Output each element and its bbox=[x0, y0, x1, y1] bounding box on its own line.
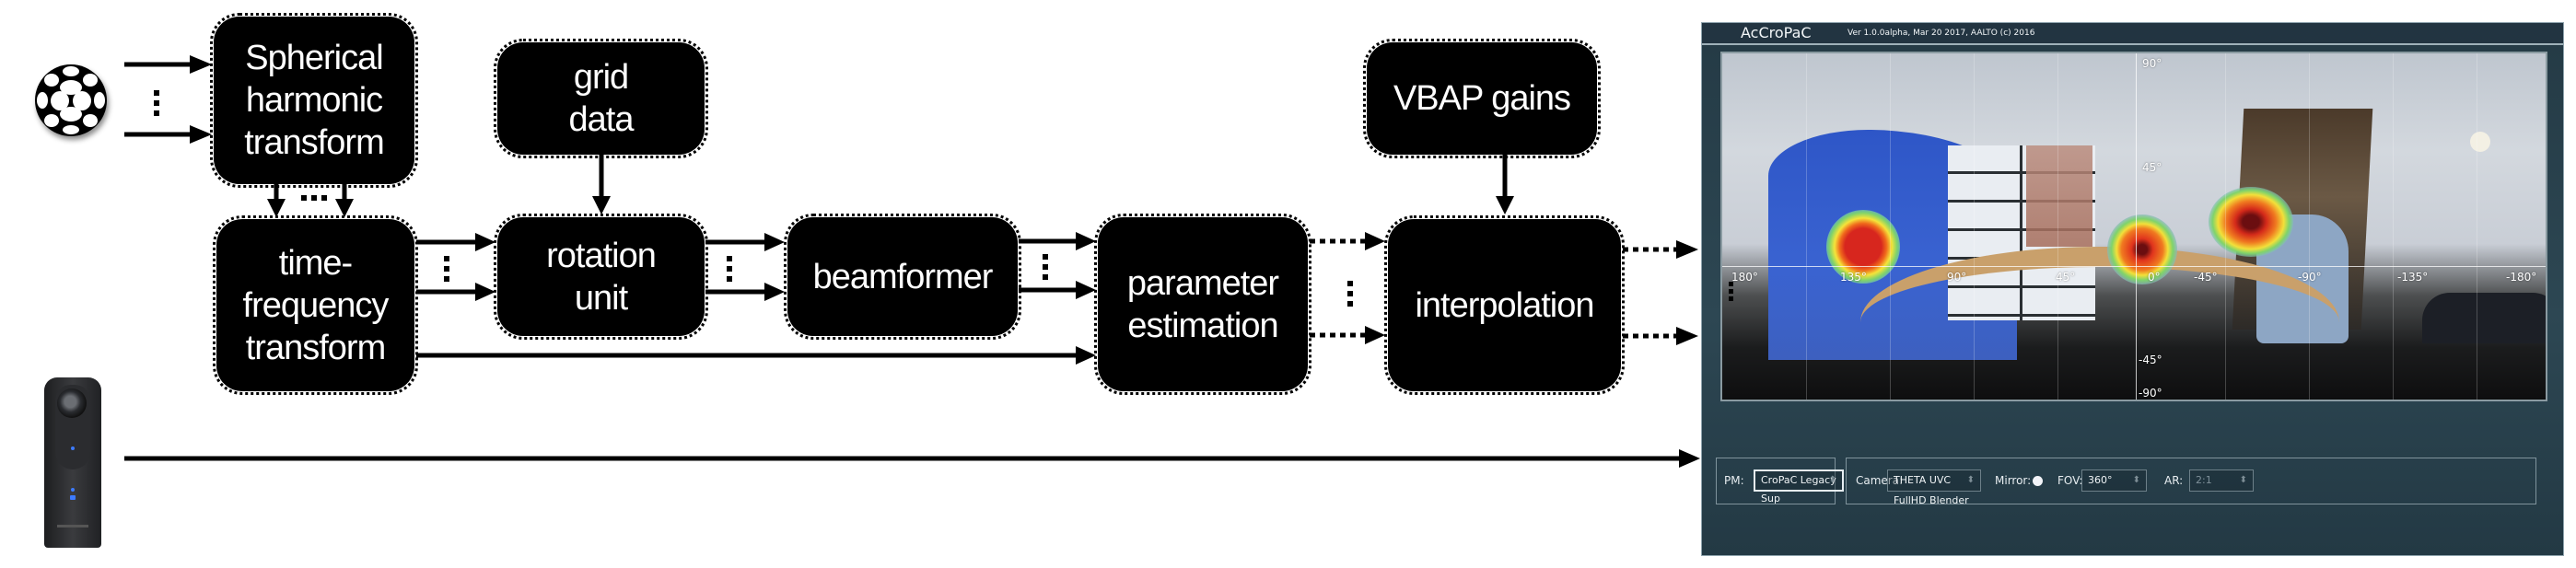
block-vbap-gains: VBAP gains bbox=[1363, 39, 1601, 158]
block-grid-data: grid data bbox=[494, 39, 708, 158]
ellipsis-tf-channels bbox=[444, 256, 449, 286]
title-bar: AcCroPaC Ver 1.0.0alpha, Mar 20 2017, AA… bbox=[1702, 23, 2563, 45]
pm-group: PM: CroPaC Legacy Sup ⬍ bbox=[1716, 458, 1844, 504]
grid-azimuth-zero bbox=[2136, 53, 2137, 400]
fov-value: 360° bbox=[2088, 474, 2113, 486]
azimuth-tick: -90° bbox=[2298, 271, 2322, 284]
block-label: rotation unit bbox=[546, 236, 657, 318]
ellipsis-output-channels bbox=[1729, 282, 1733, 306]
block-rotation-unit: rotation unit bbox=[494, 214, 708, 340]
camera-value: THETA UVC FullHD Blender bbox=[1894, 474, 1969, 506]
block-label: interpolation bbox=[1415, 285, 1594, 325]
ar-dropdown[interactable]: 2:1 ⬍ bbox=[2189, 469, 2254, 492]
ar-value: 2:1 bbox=[2196, 474, 2212, 486]
ellipsis-rotation-channels bbox=[727, 256, 732, 286]
azimuth-tick: 180° bbox=[1731, 271, 1758, 284]
azimuth-tick: 45° bbox=[2056, 271, 2076, 284]
pm-dropdown[interactable]: CroPaC Legacy Sup ⬍ bbox=[1754, 469, 1844, 504]
ellipsis-sht-channels bbox=[301, 195, 327, 201]
block-beamformer: beamformer bbox=[784, 214, 1021, 340]
spinner-arrows-icon: ⬍ bbox=[2239, 475, 2247, 485]
heatmap-peak-0 bbox=[2107, 214, 2177, 284]
spherical-microphone-array-icon bbox=[35, 64, 107, 136]
camera-dropdown[interactable]: THETA UVC FullHD Blender ⬍ bbox=[1887, 469, 1981, 506]
block-label: grid data bbox=[568, 58, 635, 139]
ellipsis-beamformer-channels bbox=[1043, 254, 1048, 284]
block-label: parameter estimation bbox=[1126, 263, 1279, 345]
ellipsis-mic-channels bbox=[154, 90, 159, 121]
azimuth-tick: -135° bbox=[2397, 271, 2429, 284]
heatmap-peak-minus-90 bbox=[2209, 187, 2293, 257]
panoramic-video-view[interactable]: 180° 135° 90° 45° 0° -45° -90° -135° -18… bbox=[1720, 52, 2547, 401]
elevation-tick: -90° bbox=[2139, 387, 2162, 400]
block-spherical-harmonic-transform: Spherical harmonic transform bbox=[210, 13, 418, 188]
mirror-toggle[interactable] bbox=[2033, 476, 2043, 486]
azimuth-tick: -180° bbox=[2506, 271, 2537, 284]
app-title: AcCroPaC bbox=[1741, 24, 1812, 41]
block-label: Spherical harmonic transform bbox=[244, 39, 384, 162]
grid-elevation-zero bbox=[1722, 266, 2546, 267]
elevation-tick: 90° bbox=[2142, 57, 2162, 70]
block-label: VBAP gains bbox=[1393, 79, 1571, 118]
spinner-arrows-icon: ⬍ bbox=[1828, 475, 1836, 485]
spinner-arrows-icon: ⬍ bbox=[2132, 475, 2140, 485]
block-label: beamformer bbox=[812, 257, 994, 296]
camera-label: Camera: bbox=[1856, 474, 1904, 487]
version-label: Ver 1.0.0alpha, Mar 20 2017, AALTO (c) 2… bbox=[1847, 29, 2035, 38]
azimuth-tick: 0° bbox=[2148, 271, 2161, 284]
fov-dropdown[interactable]: 360° ⬍ bbox=[2081, 469, 2147, 492]
azimuth-tick: 90° bbox=[1947, 271, 1967, 284]
360-camera-icon bbox=[44, 377, 101, 548]
block-parameter-estimation: parameter estimation bbox=[1094, 214, 1311, 395]
block-label: time- frequency transform bbox=[242, 243, 390, 367]
azimuth-tick: 135° bbox=[1840, 271, 1867, 284]
block-time-frequency-transform: time- frequency transform bbox=[213, 215, 418, 395]
mirror-label: Mirror: bbox=[1995, 474, 2032, 487]
pm-label: PM: bbox=[1724, 474, 1744, 487]
camera-group: Camera: THETA UVC FullHD Blender ⬍ Mirro… bbox=[1846, 458, 2536, 506]
ellipsis-param-channels bbox=[1347, 281, 1353, 311]
elevation-tick: -45° bbox=[2139, 354, 2162, 366]
elevation-tick: 45° bbox=[2142, 161, 2162, 174]
heatmap-peak-135 bbox=[1826, 210, 1900, 284]
spinner-arrows-icon: ⬍ bbox=[1966, 475, 1975, 485]
ar-label: AR: bbox=[2164, 474, 2184, 487]
pm-value: CroPaC Legacy Sup bbox=[1761, 474, 1836, 504]
azimuth-tick: -45° bbox=[2194, 271, 2218, 284]
block-interpolation: interpolation bbox=[1384, 215, 1625, 395]
fov-label: FOV: bbox=[2057, 474, 2083, 487]
accropac-plugin-window: AcCroPaC Ver 1.0.0alpha, Mar 20 2017, AA… bbox=[1701, 22, 2564, 556]
